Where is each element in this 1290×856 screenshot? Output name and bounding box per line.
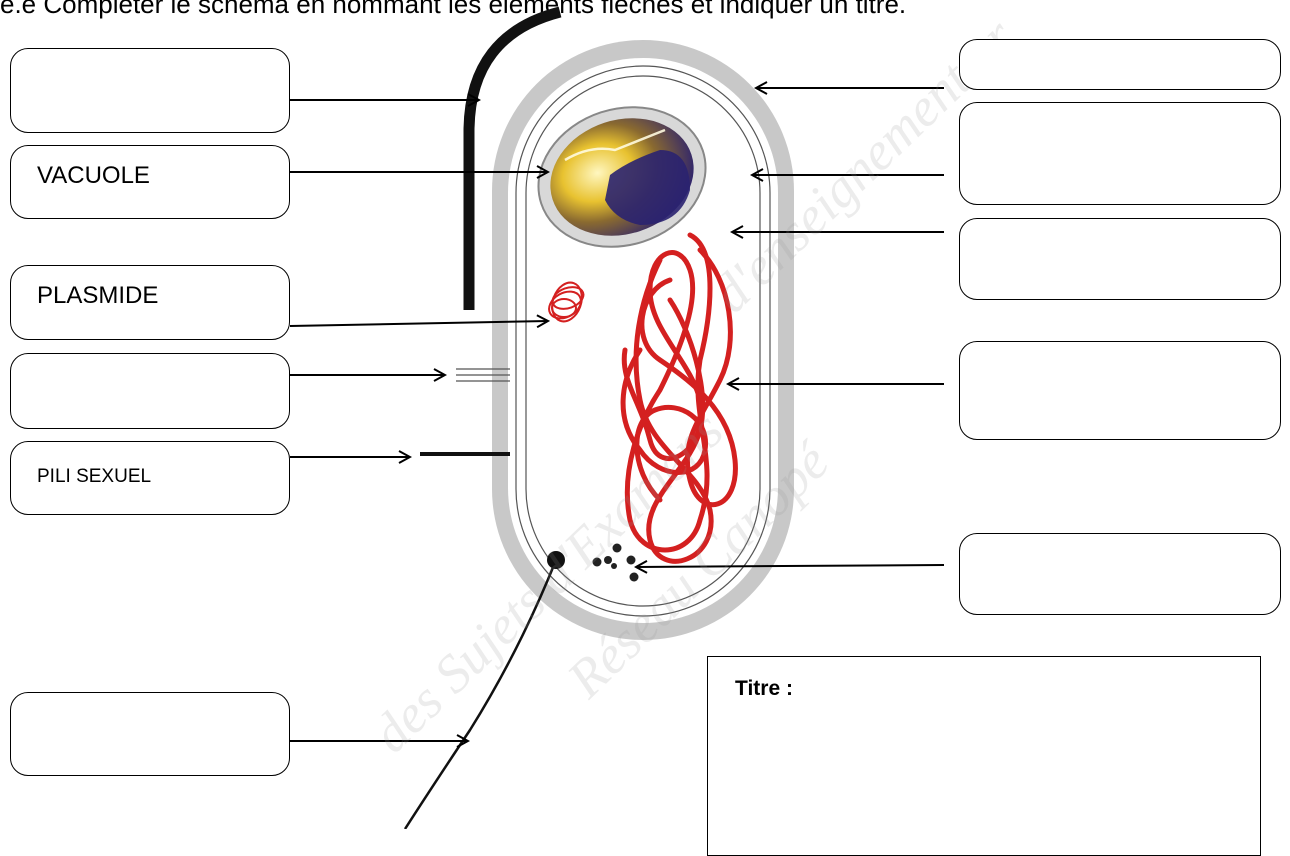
- flagellum-bottom: [405, 560, 556, 829]
- label-box-capsule[interactable]: [959, 39, 1281, 90]
- label-pili-sexuel: PILI SEXUEL: [37, 466, 151, 488]
- label-box-chromosome[interactable]: [959, 341, 1281, 440]
- title-label: Titre :: [735, 677, 793, 701]
- title-box[interactable]: Titre :: [707, 656, 1261, 856]
- label-vacuole: VACUOLE: [37, 162, 150, 190]
- label-plasmide: PLASMIDE: [37, 282, 158, 310]
- label-box-flagellum-bottom[interactable]: [10, 692, 290, 776]
- label-box-flagellum-top[interactable]: [10, 48, 290, 133]
- label-box-cytoplasm[interactable]: [959, 218, 1281, 300]
- label-box-cell-wall[interactable]: [959, 102, 1281, 205]
- label-box-plasmide[interactable]: PLASMIDE: [10, 265, 290, 340]
- label-box-fimbriae[interactable]: [10, 353, 290, 429]
- label-box-vacuole[interactable]: VACUOLE: [10, 145, 290, 219]
- label-box-pili-sexuel[interactable]: PILI SEXUEL: [10, 441, 290, 515]
- label-box-ribosomes[interactable]: [959, 533, 1281, 615]
